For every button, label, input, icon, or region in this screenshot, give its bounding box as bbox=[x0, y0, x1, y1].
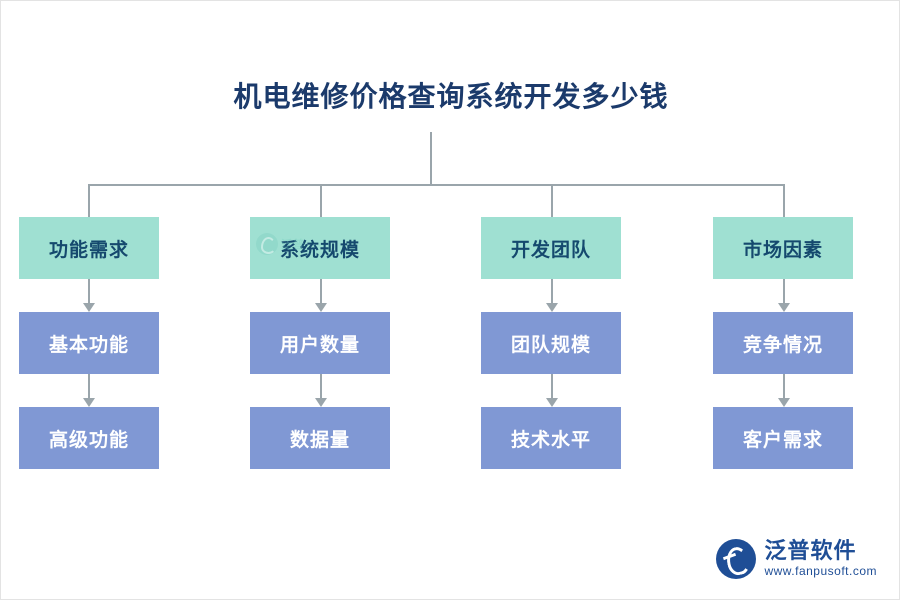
node-branch-4-child-1-label: 竞争情况 bbox=[742, 334, 823, 356]
connector-root-stem bbox=[430, 132, 432, 184]
arrow-b4-c1 bbox=[778, 303, 790, 312]
node-branch-1-label: 功能需求 bbox=[48, 239, 129, 261]
connector-drop-1 bbox=[88, 184, 90, 217]
node-branch-1-child-1[interactable]: 基本功能 bbox=[19, 312, 159, 374]
connector-b1-c2 bbox=[88, 374, 90, 398]
node-branch-2-child-2[interactable]: 数据量 bbox=[250, 407, 390, 469]
node-branch-4-child-2-label: 客户需求 bbox=[742, 429, 823, 451]
node-branch-2-child-2-label: 数据量 bbox=[289, 429, 350, 451]
node-branch-1[interactable]: 功能需求 bbox=[19, 217, 159, 279]
arrow-b3-c1 bbox=[546, 303, 558, 312]
arrow-b1-c2 bbox=[83, 398, 95, 407]
page-title: 机电维修价格查询系统开发多少钱 bbox=[233, 81, 669, 112]
arrow-b3-c2 bbox=[546, 398, 558, 407]
arrow-b1-c1 bbox=[83, 303, 95, 312]
arrow-b2-c2 bbox=[315, 398, 327, 407]
node-branch-3-child-2-label: 技术水平 bbox=[510, 429, 591, 451]
connector-drop-2 bbox=[320, 184, 322, 217]
node-branch-2-label: 系统规模 bbox=[279, 239, 360, 261]
connector-b2-c1 bbox=[320, 279, 322, 303]
node-branch-3[interactable]: 开发团队 bbox=[481, 217, 621, 279]
connector-b2-c2 bbox=[320, 374, 322, 398]
node-branch-4-child-1[interactable]: 竞争情况 bbox=[713, 312, 853, 374]
brand-logo: 泛普软件 www.fanpusoft.com bbox=[716, 539, 877, 579]
brand-logo-texts: 泛普软件 www.fanpusoft.com bbox=[764, 539, 877, 579]
node-branch-3-child-1-label: 团队规模 bbox=[510, 334, 591, 356]
node-branch-4-label: 市场因素 bbox=[742, 239, 823, 261]
node-branch-1-child-1-label: 基本功能 bbox=[48, 334, 129, 356]
connector-horizontal-bus bbox=[88, 184, 784, 186]
connector-b4-c2 bbox=[783, 374, 785, 398]
brand-url: www.fanpusoft.com bbox=[764, 564, 877, 578]
node-branch-3-label: 开发团队 bbox=[510, 239, 591, 261]
node-branch-2[interactable]: 泛普 系统规模 bbox=[250, 217, 390, 279]
node-branch-4-child-2[interactable]: 客户需求 bbox=[713, 407, 853, 469]
brand-logo-icon bbox=[716, 539, 757, 579]
brand-name: 泛普软件 bbox=[764, 538, 857, 563]
node-branch-3-child-1[interactable]: 团队规模 bbox=[481, 312, 621, 374]
node-branch-1-child-2[interactable]: 高级功能 bbox=[19, 407, 159, 469]
node-branch-1-child-2-label: 高级功能 bbox=[48, 429, 129, 451]
arrow-b2-c1 bbox=[315, 303, 327, 312]
connector-drop-3 bbox=[551, 184, 553, 217]
arrow-b4-c2 bbox=[778, 398, 790, 407]
connector-drop-4 bbox=[783, 184, 785, 217]
node-branch-4[interactable]: 市场因素 bbox=[713, 217, 853, 279]
connector-b4-c1 bbox=[783, 279, 785, 303]
watermark-logo-icon bbox=[256, 233, 278, 255]
node-branch-2-child-1-label: 用户数量 bbox=[279, 334, 360, 356]
node-branch-3-child-2[interactable]: 技术水平 bbox=[481, 407, 621, 469]
connector-b3-c1 bbox=[551, 279, 553, 303]
node-branch-2-child-1[interactable]: 用户数量 bbox=[250, 312, 390, 374]
connector-b3-c2 bbox=[551, 374, 553, 398]
connector-b1-c1 bbox=[88, 279, 90, 303]
